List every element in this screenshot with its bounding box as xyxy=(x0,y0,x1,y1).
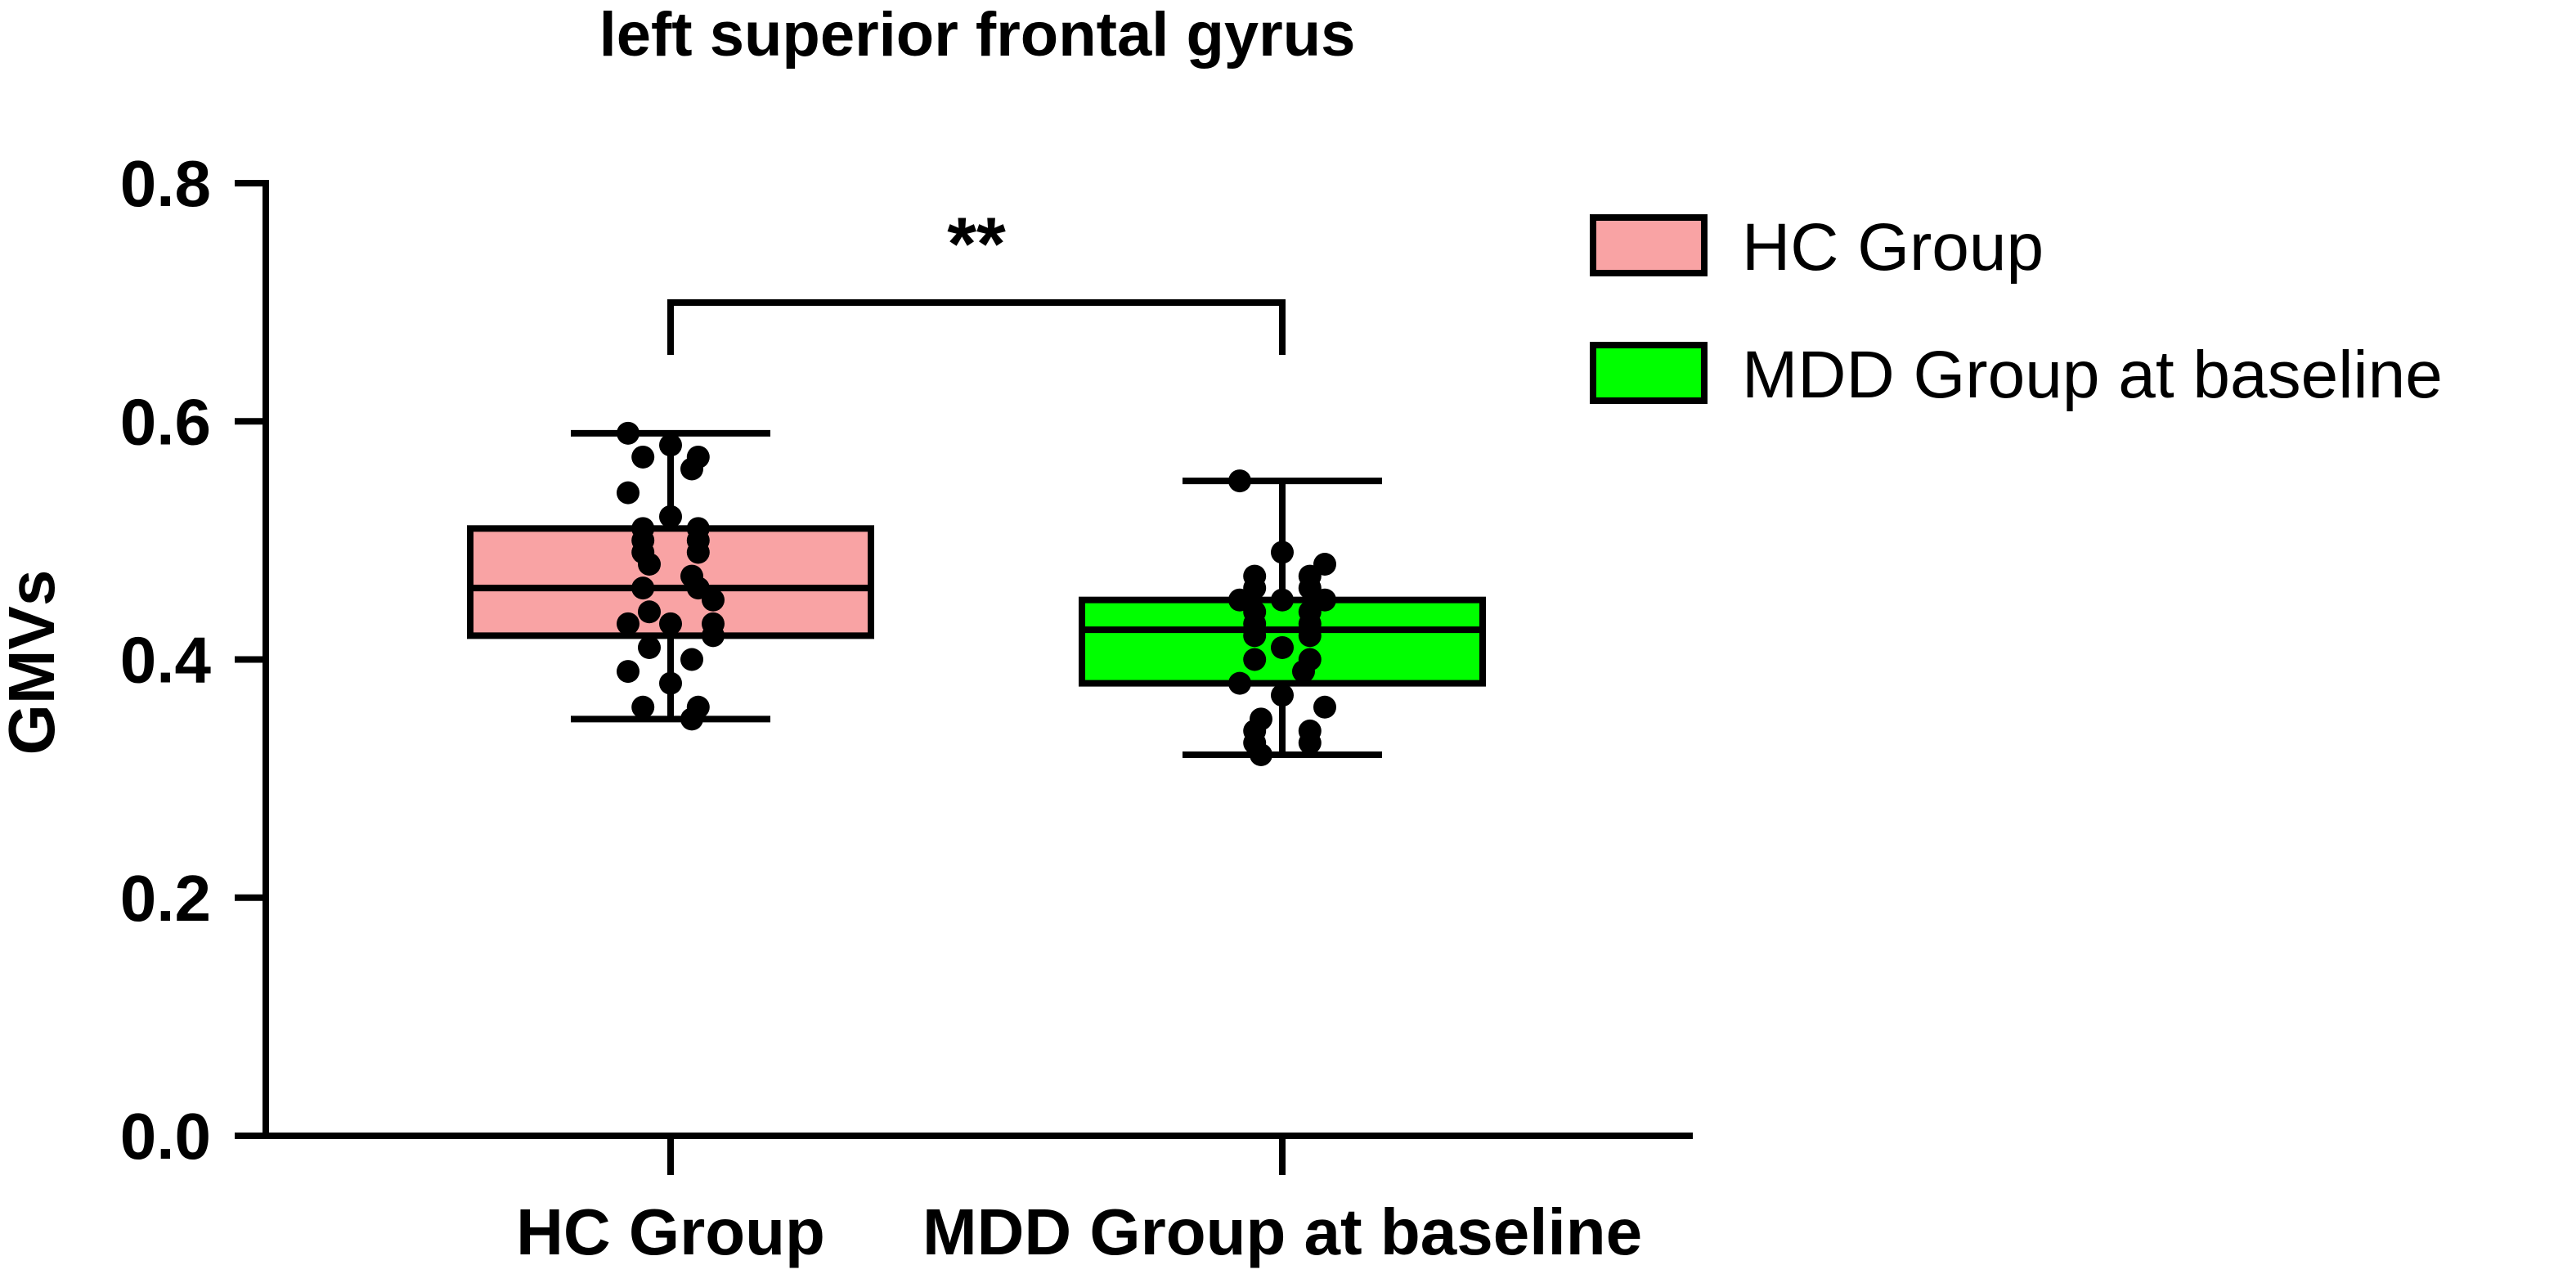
box-mdd-group xyxy=(1079,478,1486,758)
y-axis-label: GMVs xyxy=(0,570,68,756)
data-point xyxy=(617,612,640,635)
data-point xyxy=(659,671,682,695)
data-point xyxy=(631,576,655,600)
legend-label: HC Group xyxy=(1742,210,2044,285)
data-point xyxy=(638,600,661,624)
data-point xyxy=(631,445,655,469)
significance-label: ** xyxy=(947,203,1006,286)
data-point xyxy=(1271,684,1294,707)
data-point xyxy=(680,707,703,731)
data-point xyxy=(638,635,661,659)
data-point xyxy=(702,624,725,648)
x-axis-ticks: HC Group MDD Group at baseline xyxy=(516,1136,1642,1268)
data-point xyxy=(631,695,655,719)
data-point xyxy=(617,660,640,684)
data-point xyxy=(617,481,640,505)
data-point xyxy=(1292,660,1315,684)
data-point xyxy=(686,541,710,564)
data-point xyxy=(1243,624,1267,648)
data-point xyxy=(617,421,640,445)
y-tick-label: 0.2 xyxy=(120,862,211,935)
x-tick-label: HC Group xyxy=(516,1195,825,1268)
data-point xyxy=(659,612,682,635)
data-point xyxy=(1243,648,1267,671)
data-point xyxy=(1298,731,1322,755)
x-tick-label: MDD Group at baseline xyxy=(922,1195,1642,1268)
significance-bracket: ** xyxy=(667,203,1286,355)
data-point xyxy=(1313,695,1336,719)
data-point xyxy=(1271,588,1294,612)
data-point xyxy=(1250,743,1272,766)
y-tick-label: 0.8 xyxy=(120,147,211,220)
data-point xyxy=(1271,541,1294,564)
legend-swatch xyxy=(1590,214,1708,276)
data-point xyxy=(1271,635,1294,659)
data-point xyxy=(680,648,703,671)
data-point xyxy=(702,588,725,612)
chart-title: left superior frontal gyrus xyxy=(599,0,1356,70)
y-tick-label: 0.4 xyxy=(120,624,212,697)
data-point xyxy=(1228,469,1251,493)
data-point xyxy=(1298,624,1322,648)
legend-swatch xyxy=(1590,342,1708,404)
y-tick-label: 0.0 xyxy=(120,1100,211,1173)
data-point xyxy=(680,457,703,481)
data-point xyxy=(638,553,661,576)
boxes xyxy=(467,429,1486,758)
data-points xyxy=(617,421,1336,766)
data-point xyxy=(659,505,682,528)
y-tick-label: 0.6 xyxy=(120,385,211,458)
legend-label: MDD Group at baseline xyxy=(1742,338,2443,412)
data-point xyxy=(659,433,682,457)
y-axis-ticks: 0.0 0.2 0.4 0.6 0.8 xyxy=(120,147,266,1173)
bracket-line xyxy=(667,299,1286,355)
data-point xyxy=(1228,671,1251,695)
